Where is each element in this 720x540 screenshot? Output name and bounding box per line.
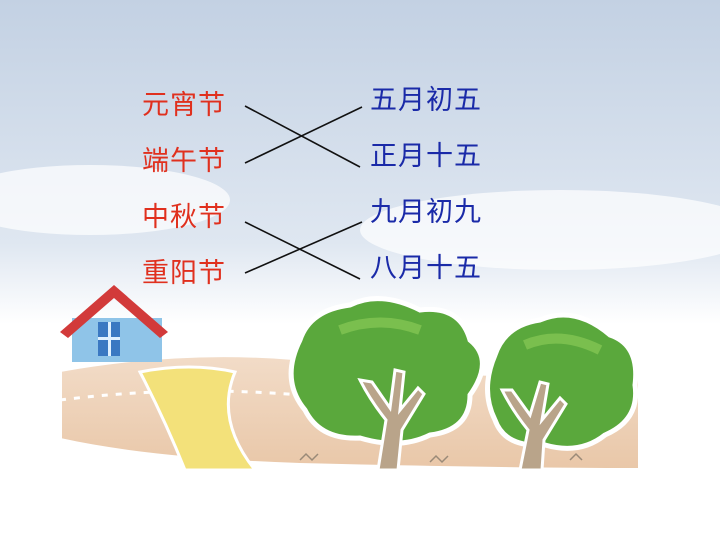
clouds [0,165,720,270]
festival-lantern: 元宵节 [142,90,226,121]
tree-icon [288,296,485,472]
yellow-path [137,365,259,472]
tree-icon [485,312,639,472]
date-ninth-month-ninth: 九月初九 [370,197,482,228]
festival-dragon-boat: 端午节 [142,146,226,177]
festival-double-ninth: 重阳节 [142,258,226,289]
house-icon [60,285,168,362]
grass-marks [299,452,583,464]
date-fifth-month-fifth: 五月初五 [370,85,482,116]
festival-mid-autumn: 中秋节 [142,202,226,233]
date-first-month-fifteenth: 正月十五 [370,141,482,172]
date-eighth-month-fifteenth: 八月十五 [370,253,482,284]
